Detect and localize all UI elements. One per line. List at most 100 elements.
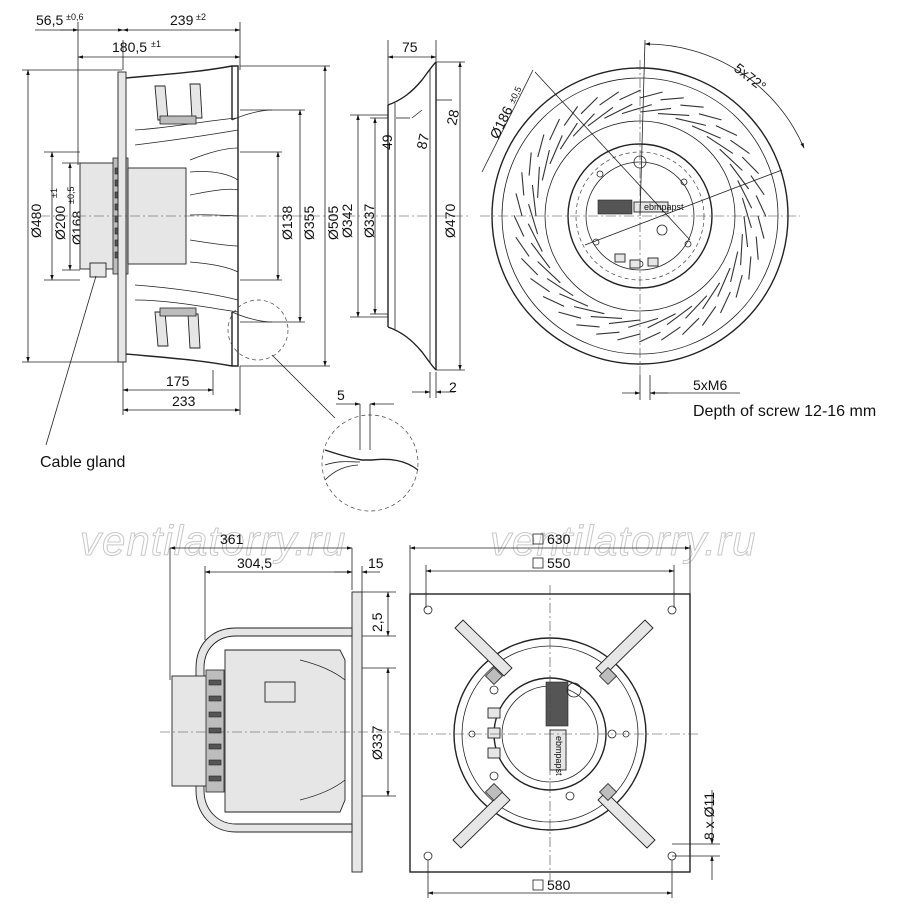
blade-mark	[639, 107, 672, 113]
blade-mark	[680, 104, 704, 108]
blade-mark	[528, 204, 539, 235]
blade-mark	[740, 234, 743, 266]
dim-2-5: 2,5	[369, 612, 385, 632]
blade-mark	[515, 193, 523, 217]
dim-87: 87	[413, 132, 432, 151]
blade-mark	[628, 317, 659, 328]
blade-mark	[639, 331, 661, 343]
watermark-left: ventilatorry.ru	[80, 517, 346, 564]
dim-screw: 5xM6	[693, 377, 727, 393]
dim-200: Ø200	[52, 206, 68, 240]
blade-mark	[741, 197, 752, 228]
blade-mark	[546, 278, 574, 297]
front-view: ebmpapst 5x72° Ø186 ±0,5 5xM6 Depth of s…	[480, 39, 876, 420]
side-view: 56,5 ±0,6 239 ±2 180,5 ±1 Ø480 Ø200 ±1 Ø…	[22, 12, 341, 471]
blade-mark	[750, 175, 765, 196]
blade-mark	[542, 296, 565, 307]
blade-mark	[549, 118, 560, 141]
blade-mark	[513, 215, 525, 237]
blade-mark	[720, 291, 731, 314]
blade-mark	[531, 184, 537, 217]
dim-2: 2	[449, 379, 457, 395]
front-motor-brand: ebmpapst	[644, 202, 684, 212]
blade-mark	[743, 215, 749, 248]
blade-mark	[757, 215, 765, 239]
dim-355: Ø355	[301, 206, 317, 240]
plate-side-view: 361 304,5 15 2,5	[160, 531, 400, 873]
dim-505: Ø505	[325, 206, 341, 240]
dim-plate-337: Ø337	[369, 726, 385, 760]
screw-depth-note: Depth of screw 12-16 mm	[693, 403, 876, 420]
dim-15: 15	[368, 555, 384, 571]
dim-239-tol: ±2	[196, 12, 206, 22]
blade-mark	[521, 258, 539, 276]
blade-mark	[619, 89, 641, 101]
dim-480: Ø480	[28, 204, 44, 238]
dim-holes: 8 x Ø11	[701, 792, 717, 840]
blade-mark	[685, 295, 708, 319]
dim-550: 550	[547, 555, 571, 571]
blade-mark	[537, 166, 540, 198]
blade-mark	[660, 97, 684, 101]
blade-mark	[748, 256, 752, 280]
blade-mark	[530, 242, 551, 269]
dim-75: 75	[402, 39, 418, 55]
dim-180-5-tol: ±1	[151, 39, 161, 49]
dim-470: Ø470	[442, 204, 458, 238]
dim-detail-5: 5	[337, 387, 345, 403]
blade-mark	[658, 113, 690, 116]
dim-200-tol: ±1	[49, 188, 59, 198]
blade-mark	[675, 117, 707, 126]
blade-mark	[537, 261, 561, 284]
blade-mark	[576, 324, 600, 328]
dim-304-5: 304,5	[237, 555, 272, 571]
blade-mark	[515, 236, 530, 257]
dim-nozzle-337: Ø337	[361, 204, 377, 238]
blade-mark	[647, 313, 676, 329]
blade-mark	[559, 122, 578, 150]
blade-mark	[559, 293, 589, 307]
blade-mark	[717, 267, 731, 297]
dim-361: 361	[220, 531, 244, 547]
dim-239: 239	[170, 12, 194, 28]
dim-138: Ø138	[279, 206, 295, 240]
blade-mark	[573, 306, 605, 315]
watermark-right: ventilatorry.ru	[490, 517, 756, 564]
blade-mark	[541, 149, 550, 181]
cable-gland-label: Cable gland	[40, 454, 125, 471]
dim-angle: 5x72°	[731, 60, 769, 95]
dim-nozzle-342: Ø342	[339, 204, 355, 238]
dim-233: 233	[172, 393, 196, 409]
blade-mark	[701, 306, 717, 326]
dim-186: Ø186	[486, 103, 515, 141]
blade-mark	[682, 317, 700, 335]
detail-view: 5	[321, 387, 419, 512]
blade-mark	[719, 148, 743, 171]
blade-mark	[698, 113, 722, 121]
dim-630: 630	[547, 531, 571, 547]
blade-mark	[741, 156, 759, 174]
blade-mark	[735, 274, 743, 298]
dim-180-5: 180,5	[112, 39, 147, 55]
blade-mark	[621, 104, 652, 115]
dim-56-5: 56,5	[36, 12, 63, 28]
blade-mark	[617, 333, 641, 341]
dim-28: 28	[443, 108, 462, 127]
blade-mark	[755, 236, 759, 260]
blade-mark	[587, 106, 614, 127]
blade-mark	[596, 331, 620, 335]
blade-mark	[755, 195, 767, 217]
blade-mark	[729, 163, 750, 190]
blade-mark	[537, 134, 545, 158]
blade-mark	[527, 223, 543, 252]
blade-mark	[730, 251, 739, 283]
blade-mark	[702, 282, 721, 310]
blade-mark	[706, 135, 734, 154]
blade-mark	[715, 125, 738, 136]
blade-mark	[530, 277, 550, 293]
blade-mark	[608, 319, 641, 325]
blade-mark	[590, 316, 622, 319]
dim-56-5-tol: ±0,6	[66, 12, 83, 22]
blade-mark	[604, 103, 633, 119]
